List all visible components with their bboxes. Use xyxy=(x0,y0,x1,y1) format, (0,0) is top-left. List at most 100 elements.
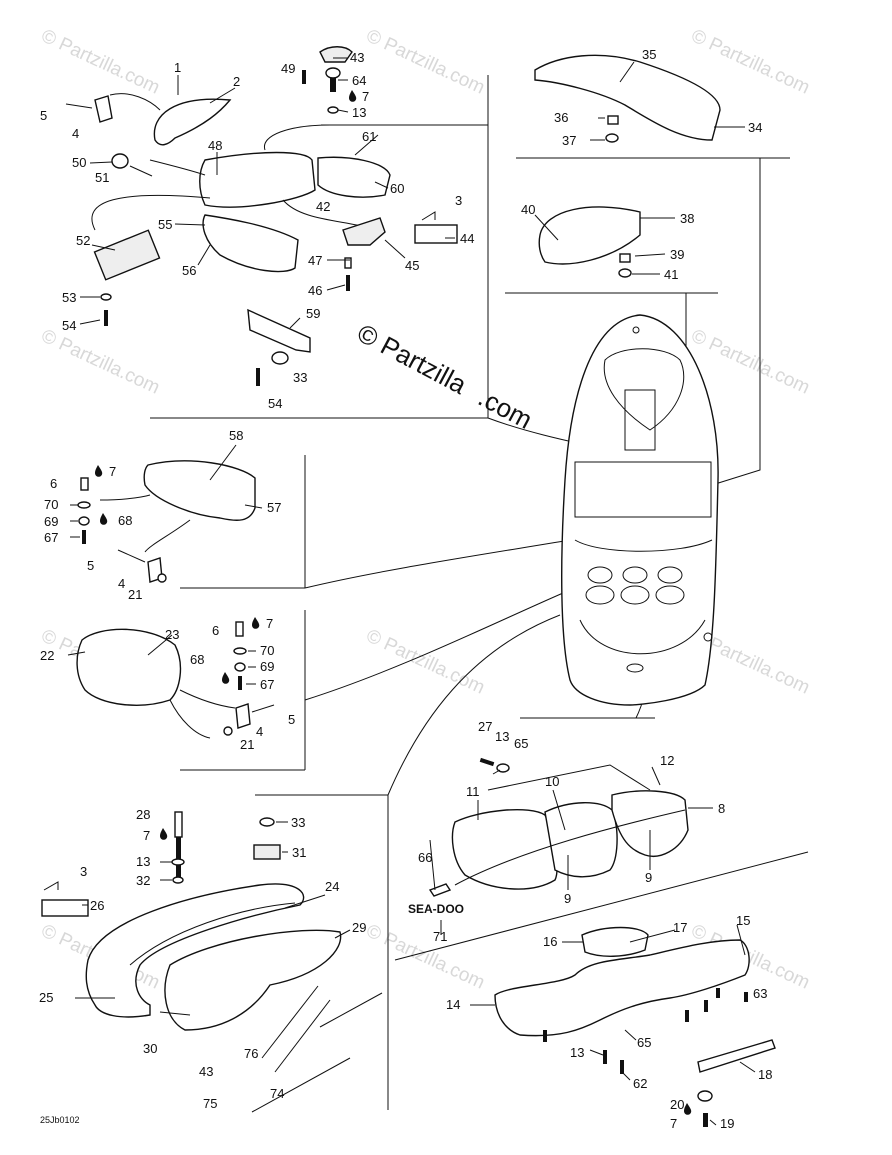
drop-markers xyxy=(95,90,692,1115)
part-label-25: 25 xyxy=(39,990,53,1005)
part-label-4: 4 xyxy=(72,126,79,141)
part-label-26: 26 xyxy=(90,898,104,913)
part-label-67-b: 67 xyxy=(260,677,274,692)
part-label-54-a: 54 xyxy=(62,318,76,333)
seat-22-group xyxy=(76,621,275,739)
part-label-13-c: 13 xyxy=(495,729,509,744)
part-label-41: 41 xyxy=(664,267,678,282)
part-label-29: 29 xyxy=(352,920,366,935)
part-label-64: 64 xyxy=(352,73,366,88)
part-label-52: 52 xyxy=(76,233,90,248)
part-label-31: 31 xyxy=(292,845,306,860)
part-label-9-b: 9 xyxy=(564,891,571,906)
part-label-36: 36 xyxy=(554,110,568,125)
part-label-53: 53 xyxy=(62,290,76,305)
part-label-7-c: 7 xyxy=(266,616,273,631)
part-label-5-c: 5 xyxy=(288,712,295,727)
part-label-48: 48 xyxy=(208,138,222,153)
part-label-69-a: 69 xyxy=(44,514,58,529)
part-label-13: 13 xyxy=(352,105,366,120)
part-label-62: 62 xyxy=(633,1076,647,1091)
drawing-code: 25Jb0102 xyxy=(40,1115,80,1125)
seat-base-14-group xyxy=(494,926,776,1127)
part-label-15: 15 xyxy=(736,913,750,928)
part-label-7-d: 7 xyxy=(143,828,150,843)
seat-24-25-group xyxy=(41,811,383,1113)
section-dividers xyxy=(150,75,809,1110)
part-label-50: 50 xyxy=(72,155,86,170)
watermark: © Partzilla.com xyxy=(38,325,163,398)
part-label-69-b: 69 xyxy=(260,659,274,674)
main-watermark-line1: © Partzilla xyxy=(352,318,472,401)
watermark: © Partzilla.com xyxy=(363,920,488,993)
part-label-4-c: 4 xyxy=(256,724,263,739)
part-label-51: 51 xyxy=(95,170,109,185)
part-label-56: 56 xyxy=(182,263,196,278)
part-label-46: 46 xyxy=(308,283,322,298)
part-label-6-b: 6 xyxy=(212,623,219,638)
main-watermark: © Partzilla .com xyxy=(352,318,537,435)
part-label-8: 8 xyxy=(718,801,725,816)
main-watermark-line2: .com xyxy=(473,382,537,435)
part-label-7-e: 7 xyxy=(670,1116,677,1131)
part-label-22: 22 xyxy=(40,648,54,663)
part-label-68-a: 68 xyxy=(118,513,132,528)
part-label-20: 20 xyxy=(670,1097,684,1112)
part-label-12: 12 xyxy=(660,753,674,768)
part-label-45: 45 xyxy=(405,258,419,273)
part-label-43-b: 43 xyxy=(199,1064,213,1079)
part-label-40: 40 xyxy=(521,202,535,217)
part-label-3-top: 3 xyxy=(455,193,462,208)
part-label-70-b: 70 xyxy=(260,643,274,658)
part-label-28: 28 xyxy=(136,807,150,822)
part-label-47: 47 xyxy=(308,253,322,268)
part-label-60: 60 xyxy=(390,181,404,196)
part-label-37: 37 xyxy=(562,133,576,148)
rear-handle-group xyxy=(534,54,721,278)
part-label-30: 30 xyxy=(143,1041,157,1056)
part-label-7-b: 7 xyxy=(109,464,116,479)
part-label-74: 74 xyxy=(270,1086,284,1101)
part-label-75: 75 xyxy=(203,1096,217,1111)
part-label-14: 14 xyxy=(446,997,460,1012)
part-label-2: 2 xyxy=(233,74,240,89)
part-label-67-a: 67 xyxy=(44,530,58,545)
part-label-65-b: 65 xyxy=(637,1035,651,1050)
part-label-32: 32 xyxy=(136,873,150,888)
part-label-27: 27 xyxy=(478,719,492,734)
leader-lines xyxy=(67,57,756,1126)
part-label-33-b: 33 xyxy=(291,815,305,830)
part-label-61: 61 xyxy=(362,129,376,144)
part-label-3-b: 3 xyxy=(80,864,87,879)
watercraft-hull xyxy=(561,314,719,706)
part-label-16: 16 xyxy=(543,934,557,949)
part-label-70-a: 70 xyxy=(44,497,58,512)
part-label-6-a: 6 xyxy=(50,476,57,491)
watermark: © Partzilla.com xyxy=(363,25,488,98)
part-label-58: 58 xyxy=(229,428,243,443)
part-label-66: 66 xyxy=(418,850,432,865)
part-label-23: 23 xyxy=(165,627,179,642)
part-label-5-b: 5 xyxy=(87,558,94,573)
part-label-39: 39 xyxy=(670,247,684,262)
part-label-57: 57 xyxy=(267,500,281,515)
seat-8-assembly: SEA-DOO xyxy=(408,757,689,916)
part-label-18: 18 xyxy=(758,1067,772,1082)
part-label-5: 5 xyxy=(40,108,47,123)
part-label-54-b: 54 xyxy=(268,396,282,411)
part-label-24: 24 xyxy=(325,879,339,894)
part-label-35: 35 xyxy=(642,47,656,62)
part-label-4-b: 4 xyxy=(118,576,125,591)
part-label-11: 11 xyxy=(466,784,480,799)
part-label-34: 34 xyxy=(748,120,762,135)
part-label-42: 42 xyxy=(316,199,330,214)
part-label-71: 71 xyxy=(433,929,447,944)
part-label-76: 76 xyxy=(244,1046,258,1061)
watermark: © Partzilla.com xyxy=(38,25,163,98)
sea-doo-logo: SEA-DOO xyxy=(408,902,464,916)
part-label-68-b: 68 xyxy=(190,652,204,667)
part-label-19: 19 xyxy=(720,1116,734,1131)
part-label-21-b: 21 xyxy=(240,737,254,752)
watermark: © Partzilla.com xyxy=(363,625,488,698)
